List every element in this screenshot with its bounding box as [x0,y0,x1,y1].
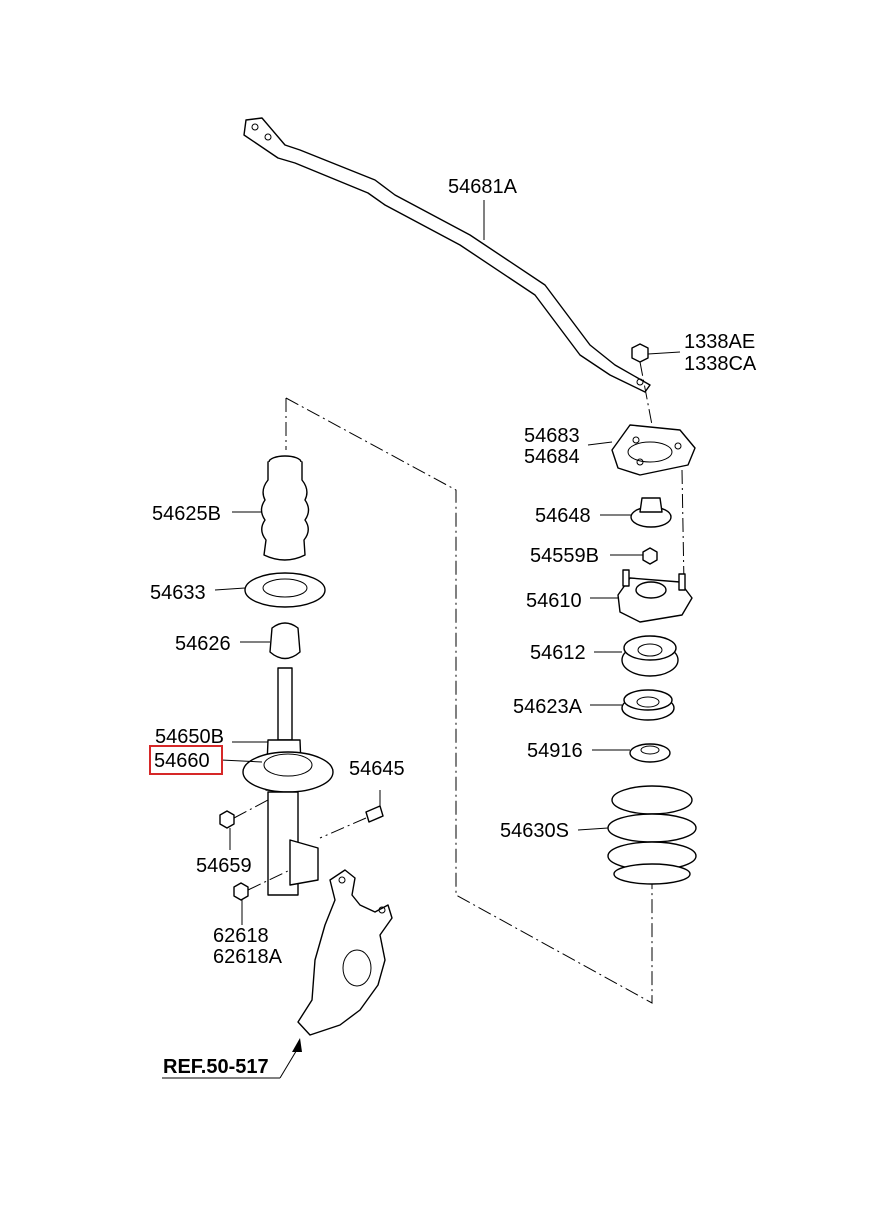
reference-label[interactable]: REF.50-517 [163,1056,269,1078]
label-62618a: 62618A [213,946,283,968]
label-54659: 54659 [196,855,252,877]
label-54612: 54612 [530,642,586,664]
label-1338ae: 1338AE [684,331,755,353]
label-54650b: 54650B [155,726,224,748]
spring-seat-lower [214,572,326,608]
bumper [240,622,301,660]
label-54623a: 54623A [513,696,583,718]
nut-62618 [233,869,291,925]
label-54645: 54645 [349,758,405,780]
label-54683: 54683 [524,425,580,447]
lock-nut [610,547,658,565]
cap [600,497,672,528]
label-54681a: 54681A [448,176,518,198]
insulator [590,569,693,623]
stabilizer-bar [243,117,651,393]
highlight-box [149,745,223,775]
label-1338ca: 1338CA [684,353,757,375]
label-62618: 62618 [213,925,269,947]
bolt [319,790,384,839]
label-54684: 54684 [524,446,580,468]
label-54625b: 54625B [152,503,221,525]
bearing [594,635,679,677]
label-54610: 54610 [526,590,582,612]
strut [220,667,334,896]
spring-pad [592,743,671,763]
assembly-line-left [285,397,653,1004]
label-54559b: 54559B [530,545,599,567]
nut-54659 [219,799,269,850]
spring-seat [590,689,675,721]
mount-bracket [587,424,696,476]
label-54626: 54626 [175,633,231,655]
label-54630s: 54630S [500,820,569,842]
label-54660: 54660 [154,750,210,772]
label-54916: 54916 [527,740,583,762]
steering-knuckle [297,869,393,1036]
label-54633: 54633 [150,582,206,604]
assembly-line-right [639,361,685,586]
dust-cover [232,455,310,561]
coil-spring [577,785,697,885]
reference-arrow [162,1038,302,1079]
label-54648: 54648 [535,505,591,527]
nut-1338ae [631,343,681,363]
